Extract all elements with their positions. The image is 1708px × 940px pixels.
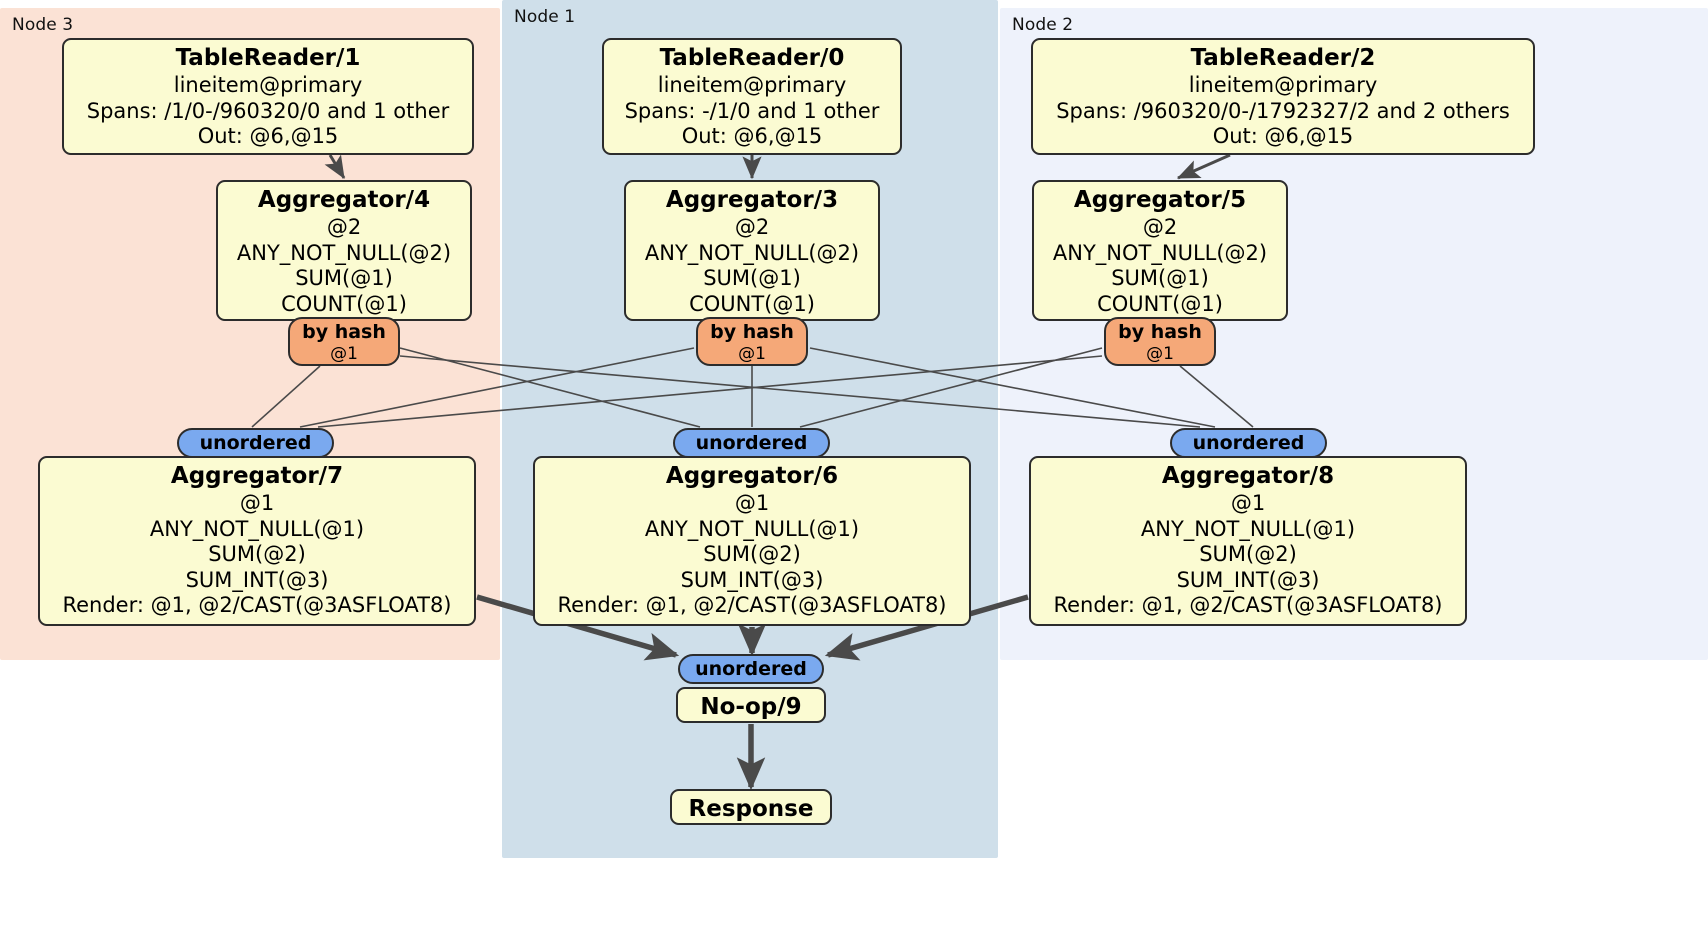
output-router-un7[interactable]: unordered bbox=[177, 428, 334, 458]
processor-detail-line: SUM(@2) bbox=[208, 542, 306, 566]
processor-detail-line: SUM(@1) bbox=[295, 266, 393, 290]
router-title: by hash bbox=[710, 321, 794, 343]
processor-detail-line: lineitem@primary bbox=[657, 73, 847, 97]
processor-detail-line: Out: @6,@15 bbox=[1212, 124, 1354, 148]
processor-title: Aggregator/3 bbox=[665, 187, 839, 213]
router-subtitle: @1 bbox=[1146, 344, 1174, 364]
processor-title: Aggregator/7 bbox=[170, 463, 344, 489]
processor-detail-line: lineitem@primary bbox=[173, 73, 363, 97]
processor-detail-line: SUM_INT(@3) bbox=[680, 567, 824, 592]
processor-detail-line: SUM_INT(@3) bbox=[185, 567, 329, 592]
processor-noop9[interactable]: No-op/9 bbox=[676, 687, 826, 723]
processor-detail-line: Render: @1, @2/CAST(@3ASFLOAT8) bbox=[557, 593, 947, 617]
processor-title: TableReader/0 bbox=[659, 45, 845, 71]
processor-title: TableReader/1 bbox=[175, 45, 361, 71]
processor-detail-line: Render: @1, @2/CAST(@3ASFLOAT8) bbox=[62, 593, 452, 617]
router-title: by hash bbox=[302, 321, 386, 343]
processor-detail-line: ANY_NOT_NULL(@1) bbox=[1140, 516, 1356, 541]
router-title: unordered bbox=[695, 432, 808, 454]
node-panel-label-node3: Node 3 bbox=[12, 15, 74, 35]
router-title: unordered bbox=[1192, 432, 1305, 454]
processor-detail-line: SUM(@1) bbox=[1111, 266, 1209, 290]
processor-detail-line: ANY_NOT_NULL(@1) bbox=[644, 516, 860, 541]
processor-title: No-op/9 bbox=[700, 694, 802, 720]
processor-detail-line: @2 bbox=[1142, 215, 1178, 239]
processor-response[interactable]: Response bbox=[670, 789, 832, 825]
processor-title: Aggregator/8 bbox=[1161, 463, 1335, 489]
processor-detail-line: Out: @6,@15 bbox=[681, 124, 823, 148]
processor-detail-line: SUM(@2) bbox=[703, 542, 801, 566]
processor-detail-line: COUNT(@1) bbox=[281, 291, 407, 316]
router-title: by hash bbox=[1118, 321, 1202, 343]
processor-detail-line: SUM(@1) bbox=[703, 266, 801, 290]
processor-detail-line: ANY_NOT_NULL(@2) bbox=[1052, 240, 1268, 265]
processor-title: Aggregator/4 bbox=[257, 187, 431, 213]
processor-detail-line: ANY_NOT_NULL(@2) bbox=[644, 240, 860, 265]
processor-detail-line: @1 bbox=[1230, 491, 1266, 515]
processor-detail-line: @2 bbox=[326, 215, 362, 239]
router-title: unordered bbox=[199, 432, 312, 454]
processor-detail-line: COUNT(@1) bbox=[1097, 291, 1223, 316]
processor-detail-line: COUNT(@1) bbox=[689, 291, 815, 316]
output-router-hash5[interactable]: by hash@1 bbox=[1104, 317, 1216, 366]
processor-detail-line: ANY_NOT_NULL(@2) bbox=[236, 240, 452, 265]
processor-title: Aggregator/5 bbox=[1073, 187, 1247, 213]
output-router-un8[interactable]: unordered bbox=[1170, 428, 1327, 458]
processor-title: TableReader/2 bbox=[1190, 45, 1376, 71]
router-title: unordered bbox=[695, 658, 807, 680]
router-subtitle: @1 bbox=[738, 344, 766, 364]
processor-detail-line: @1 bbox=[239, 491, 275, 515]
output-router-hash3[interactable]: by hash@1 bbox=[696, 317, 808, 366]
processor-detail-line: ANY_NOT_NULL(@1) bbox=[149, 516, 365, 541]
processor-detail-line: Render: @1, @2/CAST(@3ASFLOAT8) bbox=[1053, 593, 1443, 617]
processor-detail-line: Out: @6,@15 bbox=[197, 124, 339, 148]
node-panel-label-node1: Node 1 bbox=[514, 7, 576, 27]
router-subtitle: @1 bbox=[330, 344, 358, 364]
processor-detail-line: @1 bbox=[734, 491, 770, 515]
processor-detail-line: Spans: /1/0-/960320/0 and 1 other bbox=[86, 98, 450, 123]
processor-detail-line: @2 bbox=[734, 215, 770, 239]
output-router-unfin[interactable]: unordered bbox=[678, 654, 824, 684]
processor-title: Response bbox=[688, 796, 814, 822]
processor-detail-line: SUM(@2) bbox=[1199, 542, 1297, 566]
processor-detail-line: Spans: /960320/0-/1792327/2 and 2 others bbox=[1056, 98, 1510, 123]
output-router-hash4[interactable]: by hash@1 bbox=[288, 317, 400, 366]
output-router-un6[interactable]: unordered bbox=[673, 428, 830, 458]
processor-detail-line: Spans: -/1/0 and 1 other bbox=[624, 98, 880, 123]
node-panel-label-node2: Node 2 bbox=[1012, 15, 1074, 35]
processor-title: Aggregator/6 bbox=[665, 463, 839, 489]
processor-detail-line: SUM_INT(@3) bbox=[1176, 567, 1320, 592]
processor-detail-line: lineitem@primary bbox=[1188, 73, 1378, 97]
